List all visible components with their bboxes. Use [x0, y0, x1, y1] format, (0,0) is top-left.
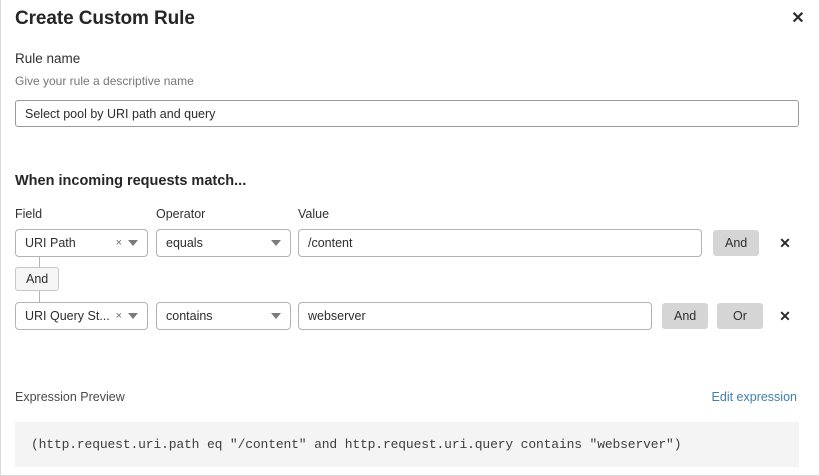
- or-button-row-2[interactable]: Or: [717, 303, 763, 329]
- column-header-operator: Operator: [156, 207, 206, 221]
- condition-row: URI Path × equals And ✕: [1, 229, 820, 257]
- edit-expression-link[interactable]: Edit expression: [711, 390, 797, 404]
- value-input-row-2[interactable]: [298, 302, 652, 330]
- field-select-value-row-2: URI Query St...: [25, 309, 110, 323]
- rule-name-input[interactable]: [15, 100, 799, 127]
- expression-preview-text: (http.request.uri.path eq "/content" and…: [31, 437, 682, 452]
- chevron-down-icon: [271, 313, 281, 319]
- operator-select-value-row-1: equals: [166, 236, 203, 250]
- column-header-field: Field: [15, 207, 43, 221]
- value-input-row-1[interactable]: [298, 229, 702, 257]
- expression-preview-label: Expression Preview: [15, 390, 125, 404]
- logic-connector-and[interactable]: And: [15, 267, 60, 291]
- rule-name-description: Give your rule a descriptive name: [15, 74, 194, 88]
- clear-icon[interactable]: ×: [115, 309, 122, 322]
- delete-condition-icon-row-2[interactable]: ✕: [773, 304, 797, 328]
- field-select-row-1[interactable]: URI Path ×: [15, 229, 148, 257]
- connector-line-top: [39, 257, 40, 267]
- condition-row: URI Query St... × contains And Or ✕: [1, 302, 820, 330]
- delete-condition-icon-row-1[interactable]: ✕: [773, 231, 797, 255]
- conditions-heading: When incoming requests match...: [15, 173, 247, 189]
- operator-select-value-row-2: contains: [166, 309, 213, 323]
- chevron-down-icon: [128, 313, 138, 319]
- column-header-value: Value: [298, 207, 330, 221]
- dialog-title: Create Custom Rule: [15, 8, 195, 29]
- connector-line-bottom: [39, 291, 40, 302]
- and-button-row-1[interactable]: And: [713, 230, 760, 256]
- field-select-value-row-1: URI Path: [25, 236, 76, 250]
- clear-icon[interactable]: ×: [115, 236, 122, 249]
- expression-preview-band: (http.request.uri.path eq "/content" and…: [15, 422, 799, 467]
- close-icon[interactable]: ✕: [785, 6, 811, 32]
- operator-select-row-2[interactable]: contains: [156, 302, 291, 330]
- and-button-row-2[interactable]: And: [662, 303, 709, 329]
- operator-select-row-1[interactable]: equals: [156, 229, 291, 257]
- field-select-row-2[interactable]: URI Query St... ×: [15, 302, 148, 330]
- chevron-down-icon: [128, 240, 138, 246]
- rule-name-label: Rule name: [15, 51, 81, 66]
- chevron-down-icon: [271, 240, 281, 246]
